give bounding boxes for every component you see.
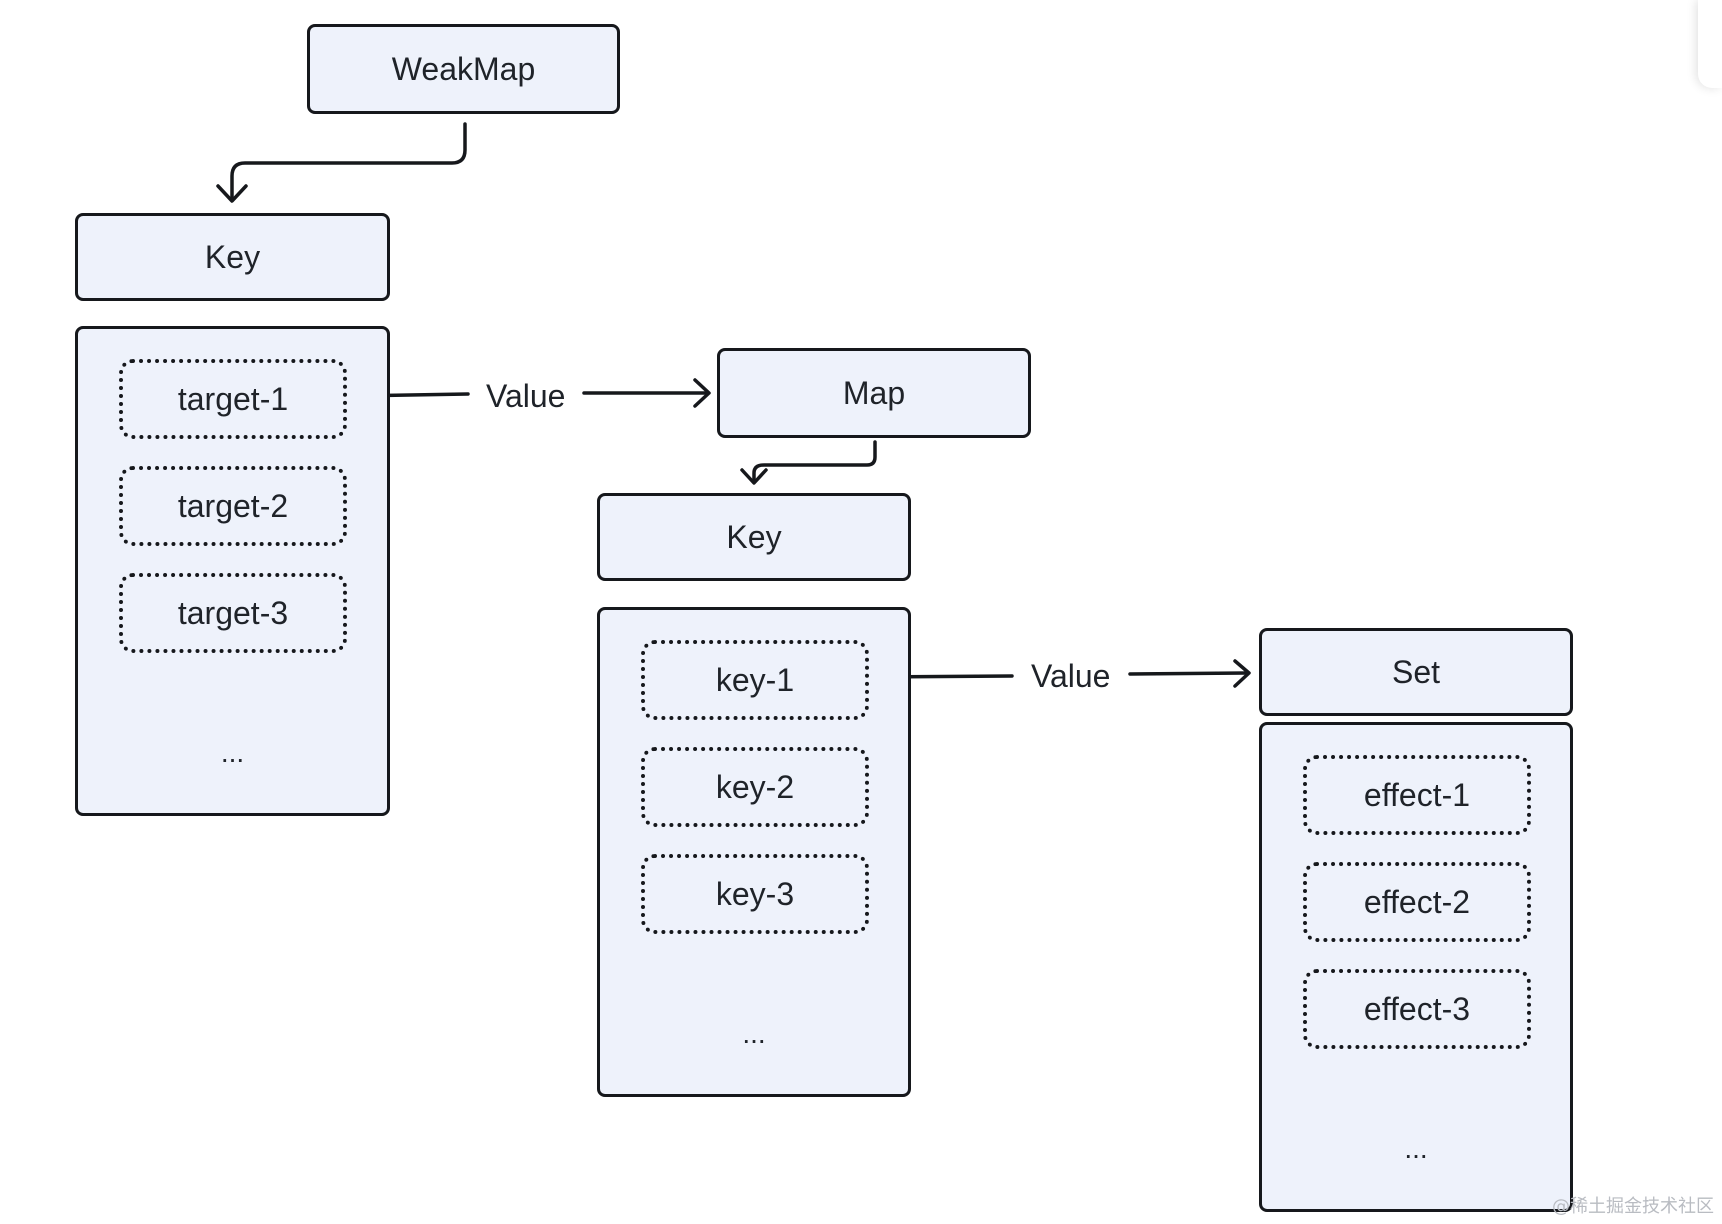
- target-1-item: target-1: [119, 359, 347, 439]
- effect-3-item: effect-3: [1303, 969, 1531, 1049]
- map-more-ellipsis: ...: [742, 1018, 766, 1049]
- weakmap-to-key-arrow: [230, 122, 467, 202]
- effect-1-item: effect-1: [1303, 755, 1531, 835]
- target-2-item: target-2: [119, 466, 347, 546]
- key-3-item: key-3: [641, 854, 869, 934]
- key1-value-line-right: [1128, 671, 1249, 676]
- weakmap-more-ellipsis: ...: [220, 737, 245, 768]
- set-effect-list: effect-1 effect-2 effect-3 ...: [1259, 722, 1573, 1212]
- watermark: @稀土掘金技术社区: [1552, 1196, 1714, 1217]
- value-label-target: Value: [482, 380, 570, 412]
- map-to-key-arrowhead: [740, 468, 768, 485]
- map-key-header: Key: [597, 493, 911, 581]
- value-to-set-arrowhead: [1233, 659, 1251, 688]
- map-box: Map: [717, 348, 1031, 438]
- page-edge-shadow: [1698, 0, 1722, 88]
- effect-2-item: effect-2: [1303, 862, 1531, 942]
- value-label-key: Value: [1027, 660, 1115, 692]
- weakmap-key-list: target-1 target-2 target-3 ...: [75, 326, 390, 816]
- key-2-item: key-2: [641, 747, 869, 827]
- key-1-item: key-1: [641, 640, 869, 720]
- value-to-map-arrowhead: [693, 378, 711, 408]
- set-more-ellipsis: ...: [1404, 1133, 1428, 1164]
- weakmap-box: WeakMap: [307, 24, 620, 114]
- weakmap-to-key-arrowhead: [216, 184, 248, 203]
- set-box: Set: [1259, 628, 1573, 716]
- target-3-item: target-3: [119, 573, 347, 653]
- weakmap-key-header: Key: [75, 213, 390, 301]
- map-key-list: key-1 key-2 key-3 ...: [597, 607, 911, 1097]
- map-to-key-arrow: [752, 440, 877, 484]
